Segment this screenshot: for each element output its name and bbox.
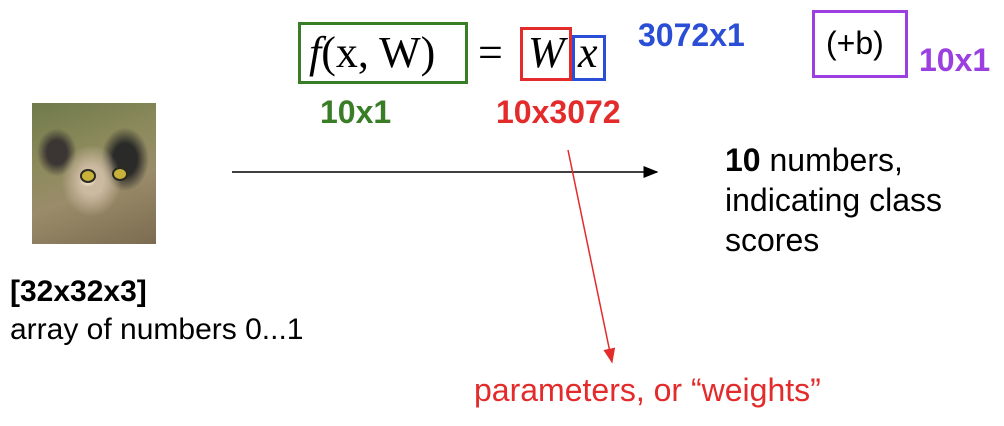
x-box <box>572 35 606 81</box>
output-count: 10 <box>725 142 761 178</box>
f-box <box>298 22 468 84</box>
output-line-3: scores <box>725 222 820 258</box>
output-description: 10 numbers, indicating class scores <box>725 140 942 260</box>
weight-letter: W <box>528 28 565 77</box>
input-symbol: x <box>578 28 598 78</box>
cat-eye-left <box>80 169 96 183</box>
input-shape: [32x32x3] <box>10 275 147 308</box>
weights-pointer-arrow <box>567 149 616 364</box>
bias-box <box>812 10 908 78</box>
function-symbol: f <box>309 28 322 77</box>
output-line-1-rest: numbers, <box>760 142 903 178</box>
b-dimension: 10x1 <box>919 42 991 78</box>
equals-sign: = <box>478 28 503 77</box>
w-box <box>520 27 572 81</box>
output-line-2: indicating class <box>725 182 942 218</box>
output-line-1: 10 numbers, <box>725 140 942 180</box>
input-description: array of numbers 0...1 <box>10 313 304 346</box>
f-dimension: 10x1 <box>320 94 392 130</box>
weights-annotation: parameters, or “weights” <box>474 372 821 408</box>
function-expression: f(x, W) <box>309 28 435 78</box>
input-letter: x <box>578 28 598 77</box>
weight-symbol: W <box>528 28 565 78</box>
x-dimension: 3072x1 <box>638 17 745 53</box>
cat-eye-right <box>112 167 128 181</box>
function-args: (x, W) <box>321 28 436 77</box>
cat-image <box>32 103 156 244</box>
w-dimension: 10x3072 <box>496 94 621 130</box>
bias-term: (+b) <box>826 25 884 61</box>
